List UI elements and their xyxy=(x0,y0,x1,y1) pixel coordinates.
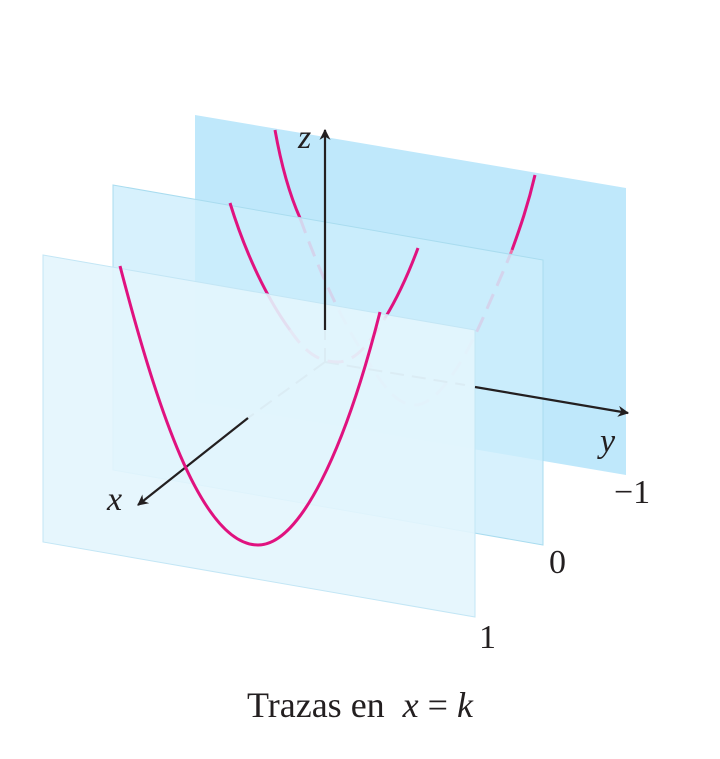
y-axis xyxy=(474,385,630,417)
caption-lhs: x xyxy=(402,685,419,725)
plane-label-back: −1 xyxy=(614,474,650,511)
trace-curve-front xyxy=(118,265,382,547)
plane-label-middle: 0 xyxy=(549,544,566,581)
y-axis-label: y xyxy=(597,423,616,460)
caption-prefix: Trazas en xyxy=(247,685,403,725)
trace-curve-back-visible xyxy=(273,129,302,219)
z-axis-label: z xyxy=(297,119,311,156)
trace-curve-back-visible xyxy=(510,174,537,251)
figure-caption: Trazas en x = k xyxy=(0,684,720,726)
x-axis-label: x xyxy=(106,481,122,518)
plane-label-front: 1 xyxy=(479,619,496,656)
trace-curve-middle-visible xyxy=(383,247,420,319)
plane-front xyxy=(42,254,476,618)
caption-rhs: k xyxy=(456,685,473,725)
caption-eq: = xyxy=(418,685,457,725)
x-axis xyxy=(137,417,249,506)
